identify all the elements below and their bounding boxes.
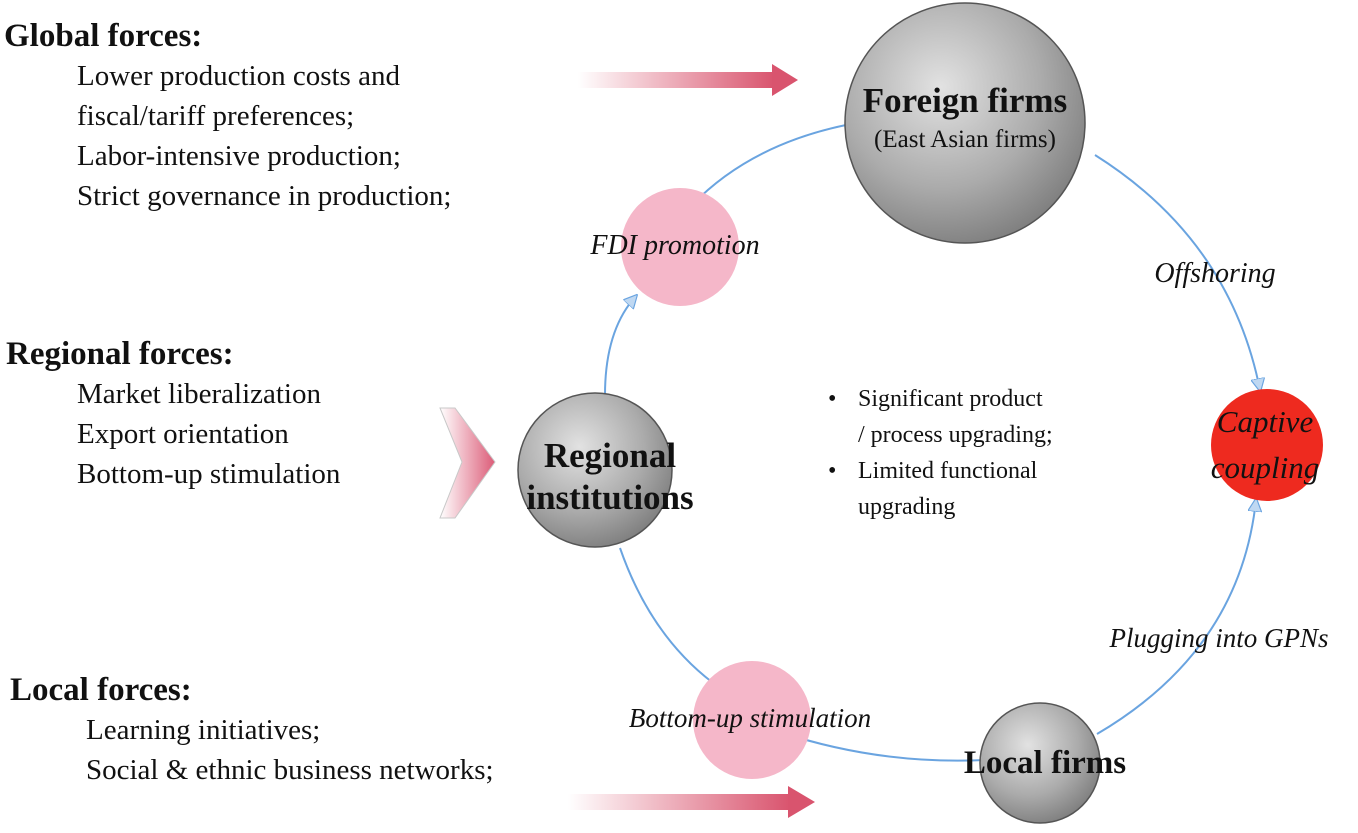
captive-coupling-line2: coupling	[1210, 450, 1320, 485]
connector-foreign-to-captive	[1094, 154, 1260, 390]
regional-institutions-circle	[517, 392, 673, 548]
fdi-promotion-label: FDI promotion	[590, 230, 760, 261]
outcome-text: Significant product	[858, 386, 1043, 412]
foreign-firms-circle	[844, 2, 1086, 244]
plugging-into-gpns-label: Plugging into GPNs	[1109, 623, 1329, 653]
global-forces-item: Strict governance in production;	[77, 180, 452, 212]
global-forces-block: Global forces: Lower production costs an…	[0, 16, 451, 216]
offshoring-label: Offshoring	[1154, 258, 1276, 289]
regional-forces-heading: Regional forces:	[6, 336, 234, 372]
local-firms-circle	[979, 702, 1101, 824]
bottom-up-stimulation-circle	[693, 661, 811, 779]
captive-coupling-circle	[1211, 389, 1323, 501]
regional-forces-item: Bottom-up stimulation	[77, 458, 341, 490]
global-forces-heading: Global forces:	[4, 18, 203, 54]
outcome-text: Limited functional	[858, 458, 1038, 484]
regional-institutions-line2: institutions	[526, 478, 694, 517]
regional-forces-item: Export orientation	[77, 418, 289, 450]
connector-regional-to-fdi	[604, 296, 636, 396]
local-firms-title: Local firms	[963, 745, 1127, 781]
connector-foreign-to-fdi	[692, 124, 847, 205]
regional-institutions-line1: Regional	[543, 436, 677, 475]
local-forces-block: Local forces: Learning initiatives; Soci…	[0, 670, 494, 790]
outcome-text: / process upgrading;	[858, 422, 1053, 448]
foreign-firms-title: Foreign firms	[862, 81, 1068, 120]
regional-forces-block: Regional forces: Market liberalization E…	[0, 334, 340, 494]
connector-regional-to-bottomup	[619, 547, 720, 688]
foreign-firms-subtitle: (East Asian firms)	[874, 126, 1056, 153]
local-forces-arrow	[568, 786, 815, 818]
upgrading-outcomes-list: Significant product/ process upgrading; …	[822, 381, 1053, 525]
regional-forces-item: Market liberalization	[77, 378, 321, 410]
local-forces-item: Learning initiatives;	[86, 714, 321, 746]
global-forces-item: Lower production costs and	[77, 60, 400, 92]
global-forces-arrow	[578, 64, 798, 96]
local-forces-heading: Local forces:	[10, 672, 192, 708]
outcome-item: Significant product / process upgrading;	[822, 381, 1053, 453]
local-forces-item: Social & ethnic business networks;	[86, 754, 494, 786]
outcome-item: Limited functional upgrading	[822, 453, 1053, 525]
fdi-promotion-circle	[621, 188, 739, 306]
regional-forces-arrow	[439, 407, 496, 519]
connector-local-to-captive	[1096, 500, 1256, 735]
outcome-text: upgrading	[858, 494, 956, 520]
bottom-up-stimulation-label: Bottom-up stimulation	[628, 703, 872, 733]
captive-coupling-line1: Captive	[1216, 404, 1314, 439]
global-forces-item: fiscal/tariff preferences;	[77, 100, 355, 132]
global-forces-item: Labor-intensive production;	[77, 140, 401, 172]
